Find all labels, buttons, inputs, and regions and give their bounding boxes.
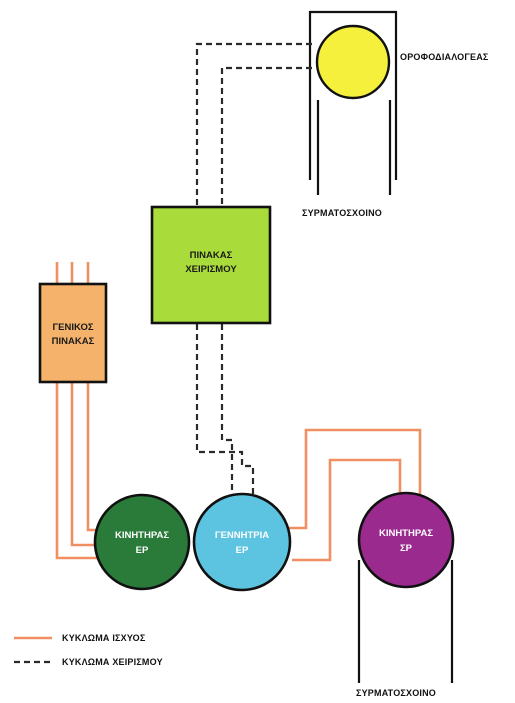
control-panel-box [150,205,272,325]
dc-generator-label-line2: ΕΡ [236,545,249,556]
legend-control-label: ΚΥΚΛΩΜΑ ΧΕΙΡΙΣΜΟΥ [62,657,163,667]
dc-motor-label-line1: ΚΙΝΗΤΗΡΑΣ [115,530,169,541]
wire-rope-bottom-label: ΣΥΡΜΑΤΟΣΧΟΙΝΟ [356,688,436,698]
dc-generator-circle [192,492,292,592]
hoist-motor-label-line1: ΚΙΝΗΤΗΡΑΣ [379,528,433,539]
legend-power-label: ΚΥΚΛΩΜΑ ΙΣΧΥΟΣ [62,633,146,643]
control-circuit-lines [195,42,312,494]
dc-motor-label-line2: ΕΡ [136,545,149,556]
control-panel-label-line1: ΠΙΝΑΚΑΣ [190,250,233,261]
hoist-motor-label-line2: ΣΡ [400,543,413,554]
ceiling-pulley [315,24,391,100]
ceiling-pulley-label: ΟΡΟΦΟΔΙΑΛΟΓΕΑΣ [400,52,489,62]
ceiling-pulley-assembly [308,10,398,195]
hoist-motor-circle [357,491,455,589]
dc-generator-label-line1: ΓΕΝΝΗΤΡΙΑ [215,530,269,541]
dc-motor-circle [93,493,191,591]
control-panel-label-line2: ΧΕΙΡΙΣΜΟΥ [185,264,237,275]
legend: ΚΥΚΛΩΜΑ ΙΣΧΥΟΣ ΚΥΚΛΩΜΑ ΧΕΙΡΙΣΜΟΥ [14,633,163,667]
wire-rope-top-label: ΣΥΡΜΑΤΟΣΧΟΙΝΟ [302,208,382,218]
general-panel-label-line1: ΓΕΝΙΚΟΣ [52,322,93,333]
general-panel-label-line2: ΠΙΝΑΚΑΣ [52,336,95,347]
general-panel-box [38,282,108,384]
